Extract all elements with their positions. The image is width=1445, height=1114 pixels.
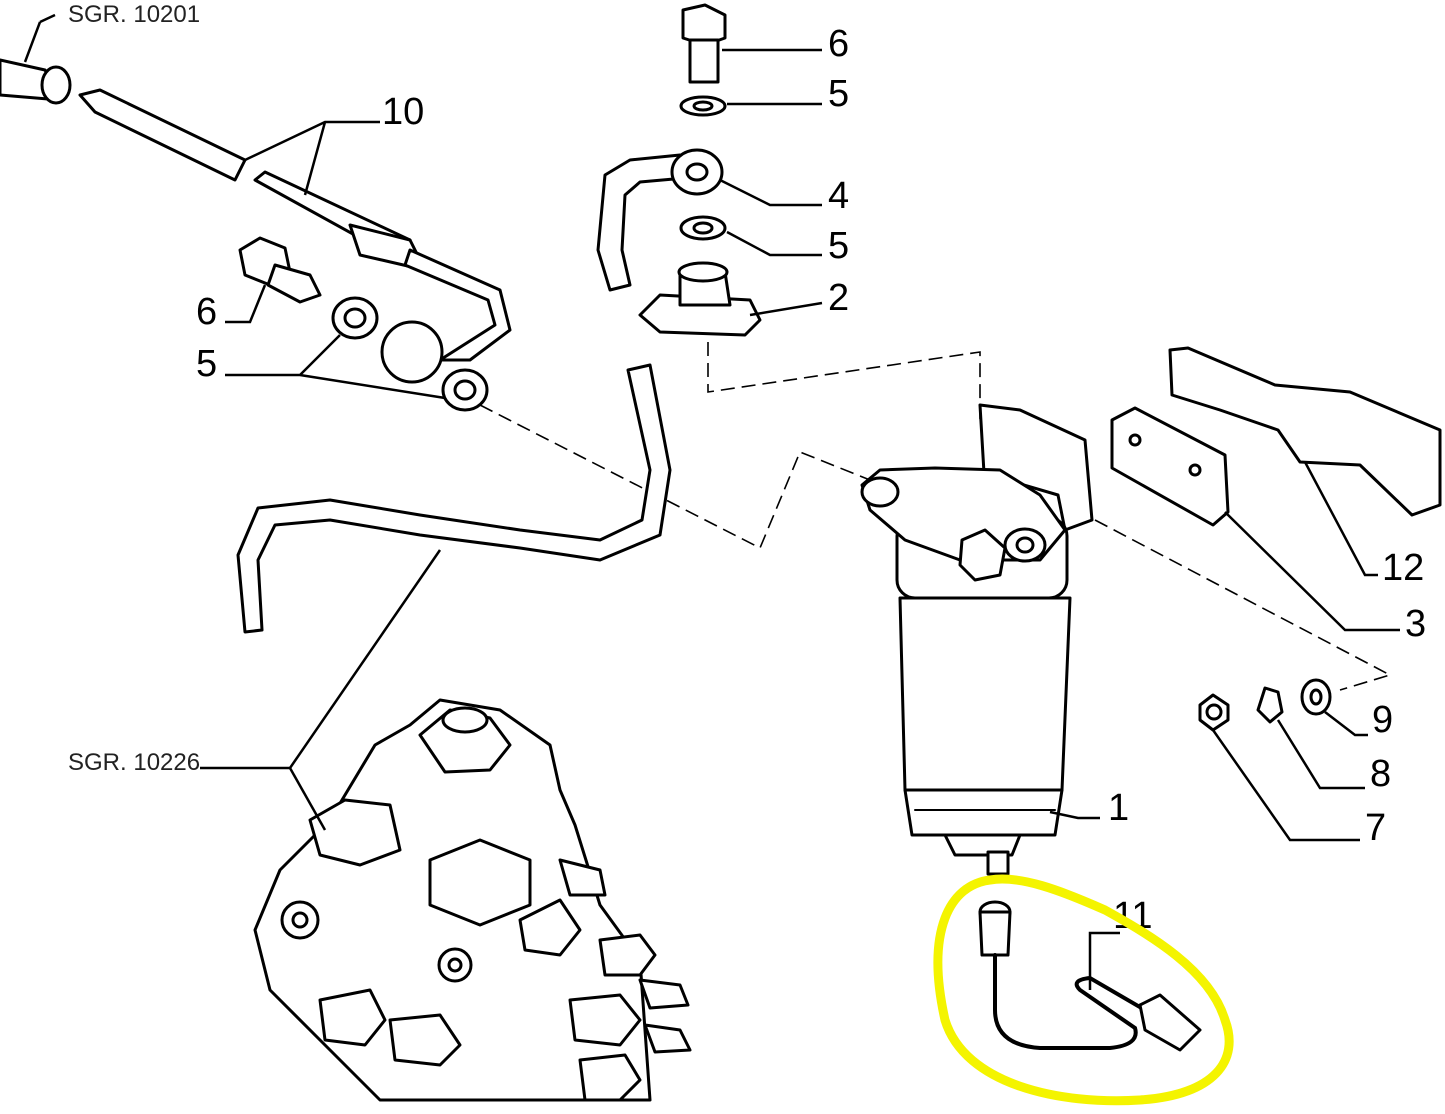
dash-hose — [479, 404, 871, 550]
inlet-pipe — [0, 58, 512, 384]
callout-7: 7 — [1365, 807, 1386, 849]
leader-10 — [244, 120, 380, 196]
pipe-fitting-4 — [596, 148, 724, 292]
callout-4: 4 — [828, 175, 849, 217]
callout-3: 3 — [1405, 603, 1426, 645]
leader-5-left — [225, 334, 446, 400]
callout-5-mid: 5 — [828, 225, 849, 267]
callout-1: 1 — [1108, 787, 1129, 829]
leader-1 — [1049, 810, 1100, 820]
leader-2 — [749, 301, 823, 317]
callout-6-top: 6 — [828, 23, 849, 65]
callout-5-left: 5 — [196, 343, 217, 385]
leader-5-mid — [726, 230, 822, 257]
leader-7 — [1211, 729, 1360, 842]
callout-8: 8 — [1370, 753, 1391, 795]
callout-2: 2 — [828, 277, 849, 319]
leader-sgr-top — [23, 21, 42, 63]
injection-pump — [253, 698, 692, 1102]
leader-6-left — [225, 284, 267, 324]
callout-6-left: 6 — [196, 291, 217, 333]
callout-12: 12 — [1382, 547, 1424, 589]
leader-4 — [719, 178, 822, 207]
fuel-filter — [860, 403, 1094, 876]
highlight-outline — [933, 874, 1234, 1106]
ref-sgr-10201: SGR. 10201 — [68, 1, 200, 28]
callout-5-top: 5 — [828, 73, 849, 115]
banjo-bolt-left — [238, 236, 322, 304]
leader-sgr-top-2 — [39, 13, 56, 24]
flange-2 — [638, 261, 762, 337]
callout-9: 9 — [1372, 699, 1393, 741]
leader-12 — [1303, 461, 1378, 577]
leader-9 — [1324, 711, 1368, 737]
bracket-12 — [1168, 346, 1442, 517]
callout-10: 10 — [382, 91, 424, 133]
ref-sgr-10226: SGR. 10226 — [68, 749, 200, 776]
leader-11 — [1088, 931, 1120, 990]
leader-3 — [1224, 511, 1400, 632]
dash-hardware — [1094, 519, 1393, 691]
leader-hose-pump — [288, 549, 442, 769]
fuel-hose — [236, 363, 672, 634]
leader-sgr-pump-2 — [288, 767, 327, 831]
dash-flange — [707, 342, 981, 420]
leader-8 — [1276, 719, 1365, 790]
banjo-bolt-top — [681, 3, 727, 84]
bracket-3 — [1110, 406, 1230, 527]
water-sensor-cable — [978, 900, 1202, 1052]
lock-washer-8 — [1256, 686, 1284, 724]
